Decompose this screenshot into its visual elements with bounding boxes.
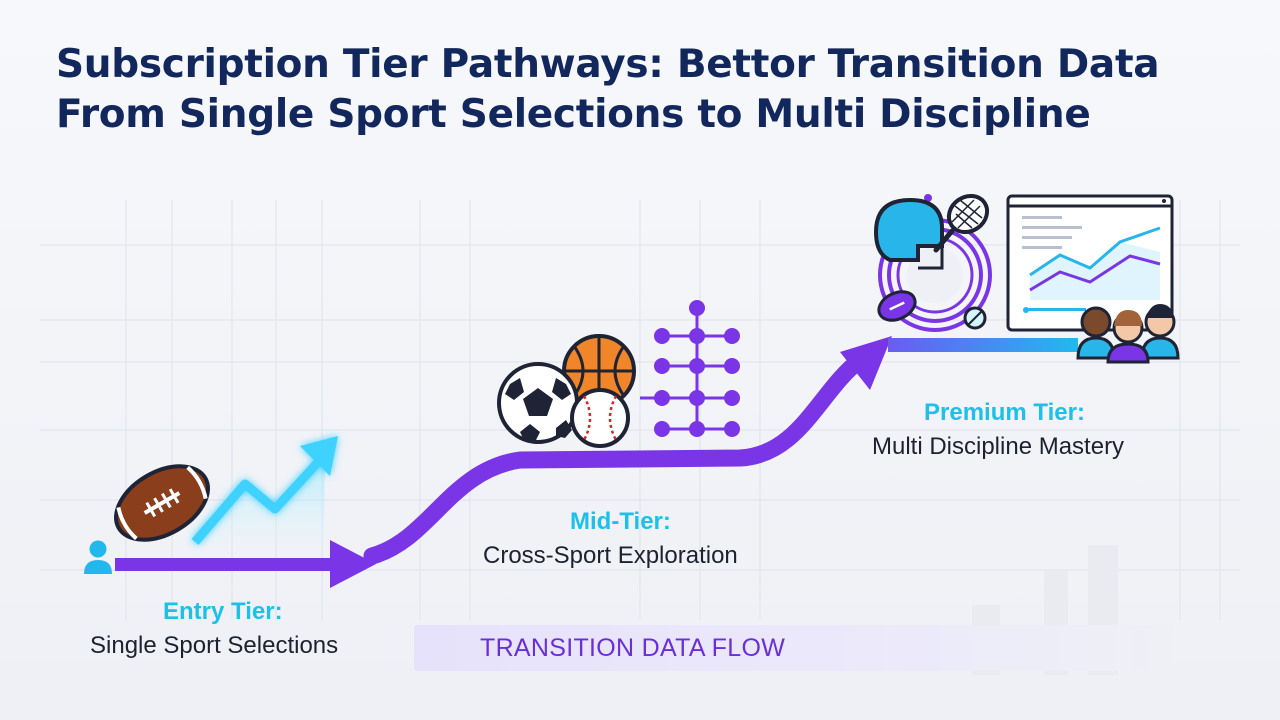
tier-entry-description: Single Sport Selections	[90, 632, 339, 659]
transition-flow-bar: TRANSITION DATA FLOW	[414, 625, 1174, 671]
pathway-arrow	[363, 336, 892, 565]
tier-premium-label: Premium Tier:	[924, 399, 1085, 427]
tier-mid-description: Cross-Sport Exploration	[483, 542, 738, 569]
user-icon	[84, 540, 112, 574]
soccer-ball-icon	[497, 362, 579, 444]
tier-entry-description-wrap: Single Sport Selections	[90, 632, 338, 660]
title-line-2: From Single Sport Selections to Multi Di…	[56, 92, 1091, 137]
football-icon	[114, 464, 210, 542]
title-line-1: Subscription Tier Pathways: Bettor Trans…	[56, 42, 1160, 87]
tier-entry-label: Entry Tier:	[163, 598, 283, 626]
tennis-racket-icon	[933, 193, 990, 253]
tier-premium-description-wrap: Multi Discipline Mastery	[872, 433, 1124, 461]
trend-up-arrow-icon	[191, 436, 338, 545]
helmet-icon	[873, 197, 944, 270]
tier-premium-name: Premium Tier:	[924, 399, 1085, 426]
tier-premium-description: Multi Discipline Mastery	[872, 433, 1125, 460]
tier-mid-label: Mid-Tier:	[570, 508, 671, 536]
transition-flow-label: TRANSITION DATA FLOW	[480, 634, 786, 662]
entry-arrow	[115, 540, 376, 588]
baseball-icon	[570, 388, 630, 448]
tier-entry-name: Entry Tier:	[163, 598, 283, 625]
page-title: Subscription Tier Pathways: Bettor Trans…	[56, 40, 1236, 140]
users-group-icon	[1076, 304, 1180, 364]
premium-base-bar	[888, 338, 1078, 352]
network-nodes-icon	[640, 300, 740, 437]
tier-mid-description-wrap: Cross-Sport Exploration	[483, 542, 738, 570]
tier-mid-name: Mid-Tier:	[570, 508, 671, 535]
